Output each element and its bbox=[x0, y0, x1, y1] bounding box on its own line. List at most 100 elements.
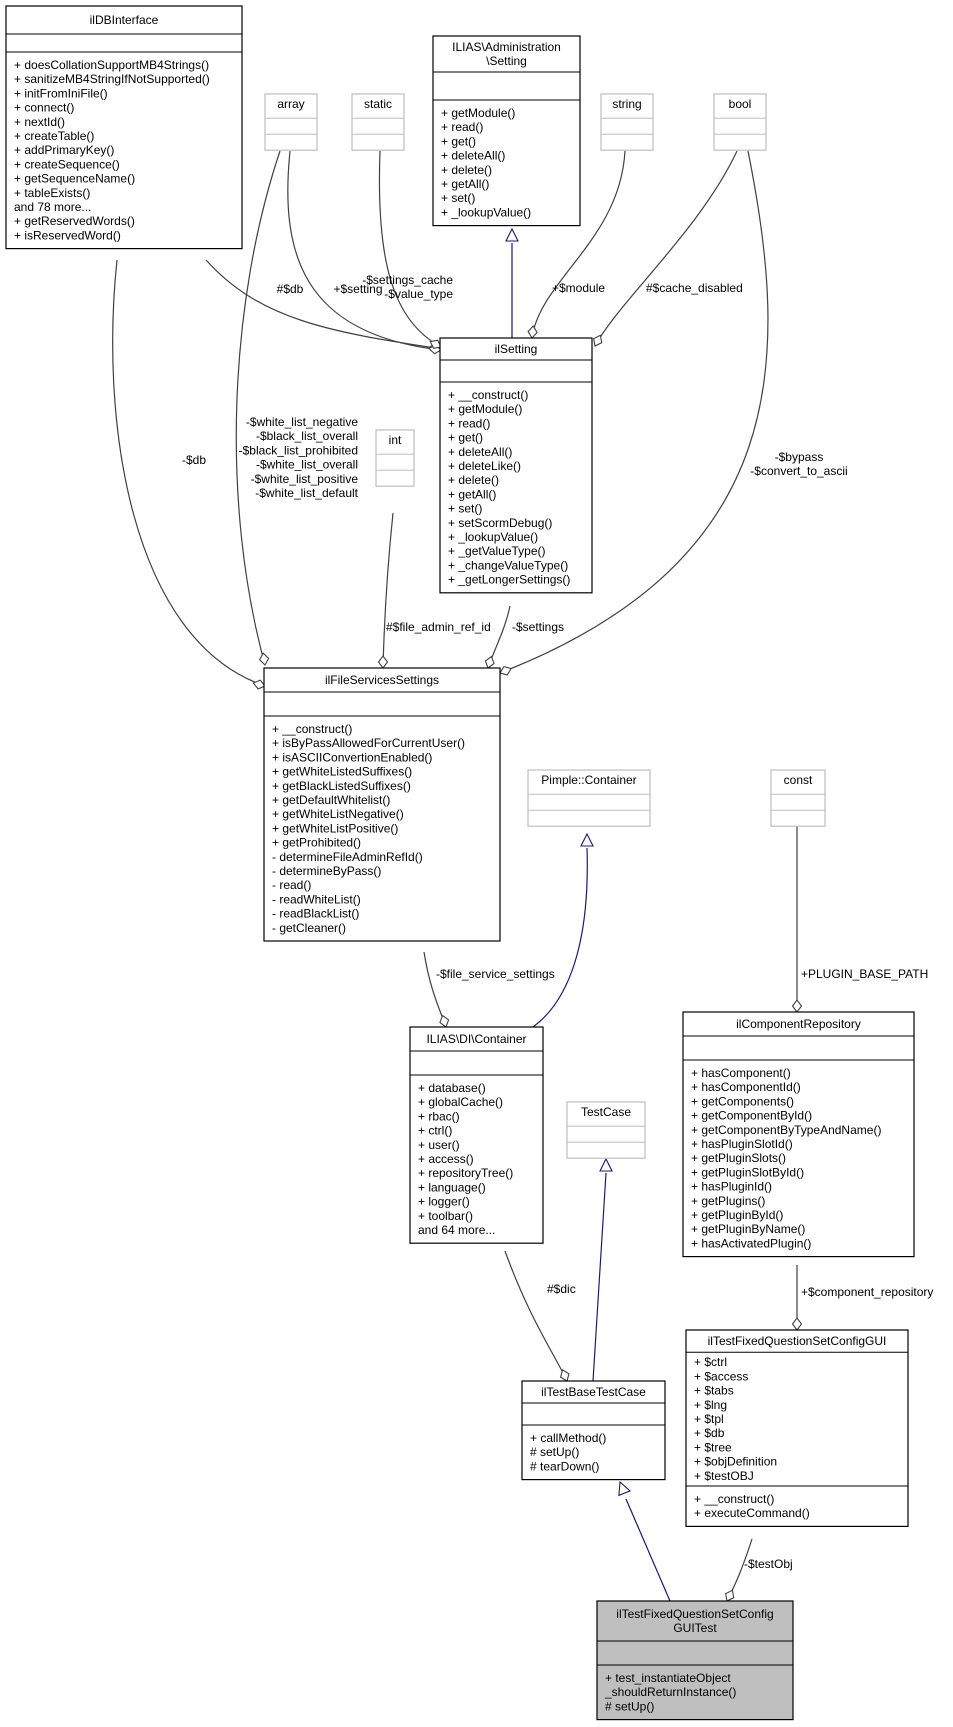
class-node-pimple[interactable]: Pimple::Container bbox=[527, 769, 651, 827]
class-method-line: + getPlugins() bbox=[691, 1194, 765, 1208]
class-method-line: + getAll() bbox=[448, 487, 496, 501]
class-title-line: ILIAS\Administration bbox=[452, 40, 561, 54]
edge-bool-to-setting bbox=[593, 150, 738, 347]
class-node-ildbinterface[interactable]: ilDBInterface+ doesCollationSupportMB4St… bbox=[5, 5, 243, 250]
class-node-bool[interactable]: bool bbox=[713, 93, 767, 151]
class-method-line: + hasPluginId() bbox=[691, 1180, 772, 1194]
class-node-static[interactable]: static bbox=[351, 93, 405, 151]
class-method-line: + get() bbox=[441, 134, 476, 148]
class-method-line: + getWhiteListedSuffixes() bbox=[272, 765, 412, 779]
aggregation-diamond bbox=[725, 1589, 735, 1602]
class-method-line: - readBlackList() bbox=[272, 907, 359, 921]
edge-label-bool_to_fss: -$bypass-$convert_to_ascii bbox=[750, 450, 847, 478]
class-title-line: const bbox=[784, 773, 813, 787]
edge-label-gui_to_focus: -$testObj bbox=[744, 1557, 793, 1571]
class-method-line: + getSequenceName() bbox=[14, 172, 135, 186]
class-method-line: + user() bbox=[418, 1138, 460, 1152]
class-method-line: # setUp() bbox=[530, 1445, 579, 1459]
class-method-line: + _changeValueType() bbox=[448, 558, 568, 572]
class-attribute-line: + $tree bbox=[694, 1440, 732, 1454]
class-node-iltestfixedquestionsetconfiggui[interactable]: ilTestFixedQuestionSetConfigGUI+ $ctrl+ … bbox=[685, 1329, 909, 1527]
edge-setting-to-fss bbox=[484, 605, 511, 669]
class-box bbox=[375, 429, 415, 487]
edge-pimple-to-container bbox=[532, 832, 594, 1028]
edge-label-setting_to_fss: -$settings bbox=[512, 620, 564, 634]
class-title-line: ilComponentRepository bbox=[736, 1017, 861, 1031]
edge-label-fss_to_container: -$file_service_settings bbox=[436, 967, 555, 981]
edge-line bbox=[382, 512, 394, 669]
class-box bbox=[351, 93, 405, 151]
class-title-line: int bbox=[389, 433, 402, 447]
class-method-line: + _getValueType() bbox=[448, 544, 546, 558]
class-box bbox=[596, 1600, 794, 1721]
class-box bbox=[566, 1101, 646, 1159]
class-title-line: ilTestBaseTestCase bbox=[541, 1385, 646, 1399]
class-method-line: + __construct() bbox=[694, 1492, 774, 1506]
class-method-line: + getModule() bbox=[441, 106, 515, 120]
aggregation-diamond bbox=[593, 334, 603, 347]
class-method-line: + isASCIIConvertionEnabled() bbox=[272, 750, 432, 764]
class-method-line: + initFromIniFile() bbox=[14, 86, 108, 100]
class-method-line: _shouldReturnInstance() bbox=[604, 1685, 736, 1699]
edge-line bbox=[504, 1250, 568, 1382]
class-attribute-line: + $tpl bbox=[694, 1412, 724, 1426]
class-title-line: array bbox=[277, 97, 304, 111]
edge-label-line: -$value_type bbox=[384, 287, 453, 301]
class-node-const[interactable]: const bbox=[770, 769, 826, 827]
edge-line bbox=[531, 150, 626, 339]
class-method-line: + getPluginSlotById() bbox=[691, 1165, 804, 1179]
class-box bbox=[770, 769, 826, 827]
class-method-line: + getAll() bbox=[441, 177, 489, 191]
edge-fss-to-container bbox=[423, 951, 450, 1028]
class-node-ilfileservicessettings[interactable]: ilFileServicesSettings+ __construct()+ i… bbox=[263, 667, 501, 942]
edge-label-static_to_setting: -$settings_cache-$value_type bbox=[362, 273, 453, 301]
aggregation-diamond bbox=[791, 999, 803, 1013]
edge-label-string_to_setting: +$module bbox=[552, 281, 605, 295]
edge-label-line: -$db bbox=[182, 453, 206, 467]
class-method-line: + isReservedWord() bbox=[14, 228, 121, 242]
class-method-line: + __construct() bbox=[272, 722, 352, 736]
class-method-line: + getPluginSlots() bbox=[691, 1151, 786, 1165]
edge-line bbox=[235, 150, 281, 666]
class-method-line: - readWhiteList() bbox=[272, 892, 361, 906]
class-node-array[interactable]: array bbox=[264, 93, 318, 151]
class-box bbox=[713, 93, 767, 151]
class-node-testcase[interactable]: TestCase bbox=[566, 1101, 646, 1159]
edge-label-line: +$component_repository bbox=[801, 1285, 933, 1299]
class-node-ilsetting[interactable]: ilSetting+ __construct()+ getModule()+ r… bbox=[439, 337, 593, 594]
class-method-line: + getPluginById() bbox=[691, 1208, 783, 1222]
aggregation-diamond bbox=[439, 1014, 450, 1028]
class-method-line: + read() bbox=[448, 416, 490, 430]
class-method-line: + __construct() bbox=[448, 388, 528, 402]
edge-repo-to-gui bbox=[791, 1265, 803, 1331]
class-method-line: + getWhiteListNegative() bbox=[272, 807, 404, 821]
class-node-string[interactable]: string bbox=[600, 93, 654, 151]
edge-label-line: -$settings bbox=[512, 620, 564, 634]
edge-label-line: #$dic bbox=[547, 1282, 576, 1296]
class-method-line: + executeCommand() bbox=[694, 1506, 810, 1520]
class-node-admin_setting[interactable]: ILIAS\Administration\Setting+ getModule(… bbox=[432, 35, 581, 227]
class-method-line: + rbac() bbox=[418, 1109, 460, 1123]
edge-label-line: -$white_list_negative bbox=[246, 415, 358, 429]
class-node-di_container[interactable]: ILIAS\DI\Container+ database()+ globalCa… bbox=[409, 1026, 544, 1244]
edge-line bbox=[287, 150, 442, 351]
class-method-line: and 64 more... bbox=[418, 1223, 495, 1237]
inheritance-arrowhead bbox=[618, 1480, 632, 1497]
class-method-line: - read() bbox=[272, 878, 311, 892]
class-method-line: + read() bbox=[441, 120, 483, 134]
class-method-line: + getProhibited() bbox=[272, 836, 361, 850]
class-method-line: - determineByPass() bbox=[272, 864, 381, 878]
class-title-line: ilSetting bbox=[495, 342, 538, 356]
class-node-ilcomponentrepository[interactable]: ilComponentRepository+ hasComponent()+ h… bbox=[682, 1011, 915, 1258]
class-title-line: ilTestFixedQuestionSetConfig bbox=[616, 1607, 773, 1621]
class-node-int[interactable]: int bbox=[375, 429, 415, 487]
edge-label-int_to_fss: #$file_admin_ref_id bbox=[386, 620, 491, 634]
aggregation-diamond bbox=[527, 325, 538, 339]
edge-label-line: -$black_list_overall bbox=[256, 429, 358, 443]
class-attribute-line: + $lng bbox=[694, 1398, 727, 1412]
class-node-iltestbasetestcase[interactable]: ilTestBaseTestCase+ callMethod()# setUp(… bbox=[521, 1380, 666, 1481]
aggregation-diamond bbox=[258, 652, 270, 666]
edge-label-line: -$black_list_prohibited bbox=[239, 443, 358, 457]
